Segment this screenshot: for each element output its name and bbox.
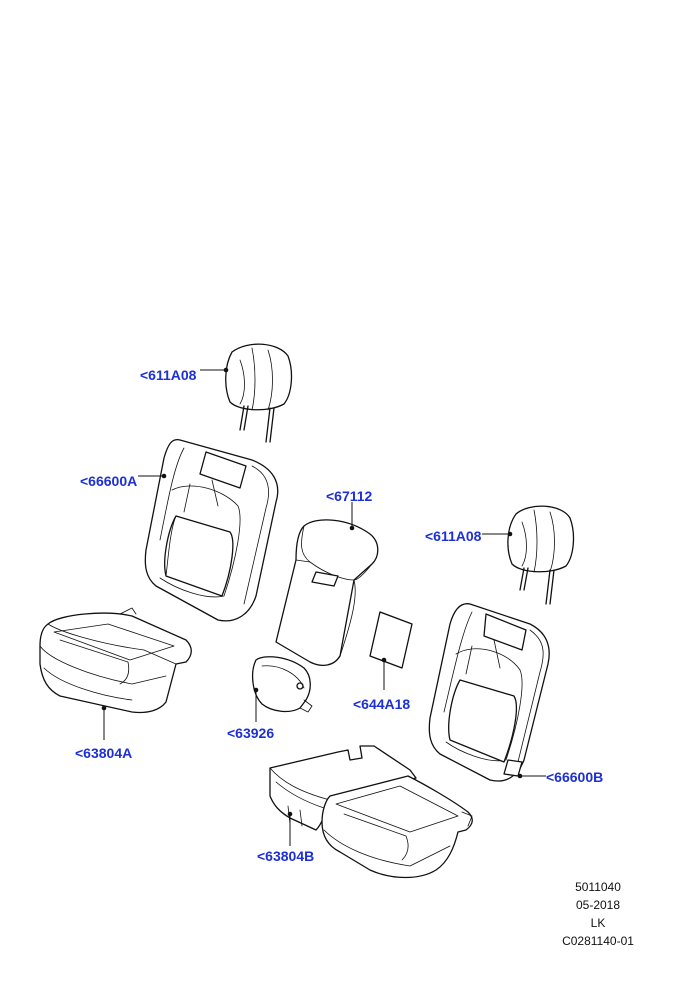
callout-cushion-left[interactable]: <63804A <box>75 745 133 761</box>
backrest-left[interactable] <box>144 438 279 622</box>
headrest-right[interactable] <box>507 505 575 605</box>
illustration-date: 05-2018 <box>575 898 621 912</box>
cushion-left[interactable] <box>39 607 192 714</box>
illustration-reference: C0281140-01 <box>562 934 634 948</box>
callout-backrest-right[interactable]: <66600B <box>546 769 604 785</box>
callout-armrest-cover[interactable]: <67112 <box>326 488 373 504</box>
headrest-left[interactable] <box>225 343 293 443</box>
callout-headrest-right[interactable]: <611A08 <box>425 528 482 544</box>
armrest-pad[interactable] <box>251 656 313 713</box>
armrest-cover[interactable] <box>275 519 379 667</box>
illustration-code: LK <box>590 916 606 930</box>
callout-armrest-pad[interactable]: <63926 <box>227 725 275 741</box>
callout-backrest-left[interactable]: <66600A <box>80 473 138 489</box>
trim-panel[interactable] <box>369 611 413 669</box>
cushion-right[interactable] <box>269 745 473 879</box>
illustration-number: 5011040 <box>575 880 621 894</box>
leader-lines <box>101 367 546 846</box>
backrest-right[interactable] <box>428 603 550 782</box>
callout-panel[interactable]: <644A18 <box>353 696 411 712</box>
callout-headrest-left[interactable]: <611A08 <box>140 367 197 383</box>
callout-cushion-right[interactable]: <63804B <box>257 848 315 864</box>
